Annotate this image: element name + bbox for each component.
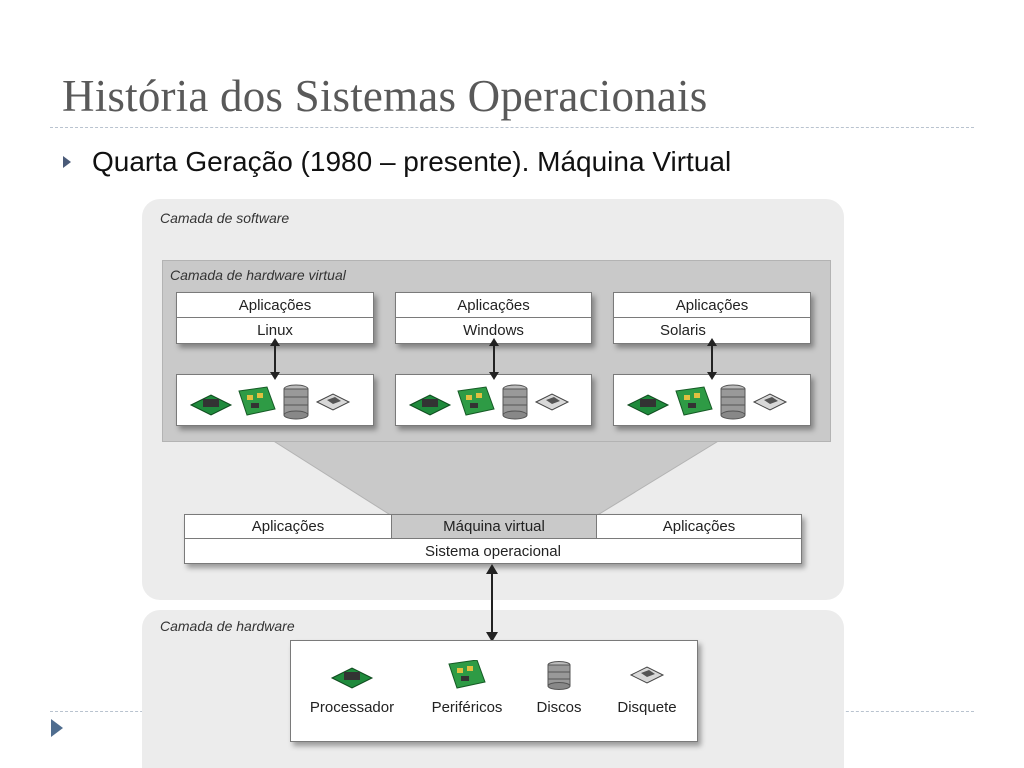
host-app-left-label: Aplicações bbox=[185, 515, 392, 539]
vm-solaris-stack: Aplicações Solaris bbox=[613, 292, 811, 344]
disks-icon bbox=[547, 661, 571, 690]
peripherals-icon bbox=[238, 386, 276, 416]
vm-os-label: Linux bbox=[257, 322, 293, 339]
vm-arrow bbox=[711, 344, 713, 374]
disks-icon bbox=[283, 384, 309, 420]
hw-label: Disquete bbox=[617, 699, 677, 716]
vm-linux-stack: Aplicações Linux bbox=[176, 292, 374, 344]
floppy-icon bbox=[534, 393, 570, 411]
hw-processor: Processador bbox=[302, 660, 402, 716]
hw-floppy: Disquete bbox=[597, 660, 697, 716]
slide-title: História dos Sistemas Operacionais bbox=[62, 71, 708, 121]
os-hardware-arrow bbox=[486, 564, 498, 642]
disks-icon bbox=[502, 384, 528, 420]
vm-windows-stack: Aplicações Windows bbox=[395, 292, 592, 344]
peripherals-icon bbox=[675, 386, 713, 416]
vm-os-label: Solaris bbox=[660, 322, 706, 339]
hw-disks: Discos bbox=[509, 660, 609, 716]
software-layer-label: Camada de software bbox=[160, 210, 290, 226]
physical-hardware-box bbox=[290, 640, 698, 742]
host-os-label: Sistema operacional bbox=[425, 542, 561, 560]
hw-label: Periféricos bbox=[431, 699, 503, 716]
vm-app-label: Aplicações bbox=[177, 293, 373, 318]
peripherals-icon bbox=[457, 386, 495, 416]
processor-icon bbox=[189, 394, 233, 416]
hardware-layer-label: Camada de hardware bbox=[160, 618, 295, 634]
floppy-icon bbox=[315, 393, 351, 411]
floppy-icon bbox=[629, 666, 665, 684]
bullet-text: Quarta Geração (1980 – presente). Máquin… bbox=[92, 146, 732, 177]
vm-os-label: Windows bbox=[463, 322, 524, 339]
vm-arrow bbox=[274, 344, 276, 374]
host-os-stack: Aplicações Máquina virtual Aplicações Si… bbox=[184, 514, 802, 564]
processor-icon bbox=[330, 667, 374, 689]
bullet-arrow-icon bbox=[63, 156, 71, 168]
processor-icon bbox=[408, 394, 452, 416]
vm-linux-virtual-hw bbox=[176, 374, 374, 426]
vm-arrow bbox=[493, 344, 495, 374]
hw-peripherals: Periféricos bbox=[417, 659, 517, 716]
virtual-hw-layer-label: Camada de hardware virtual bbox=[170, 267, 346, 283]
vm-solaris-virtual-hw bbox=[613, 374, 811, 426]
vm-windows-virtual-hw bbox=[395, 374, 592, 426]
host-vm-label: Máquina virtual bbox=[392, 515, 597, 539]
nav-arrow-icon bbox=[51, 719, 63, 737]
hw-label: Discos bbox=[536, 699, 582, 716]
disks-icon bbox=[720, 384, 746, 420]
hw-label: Processador bbox=[309, 699, 395, 716]
vm-app-label: Aplicações bbox=[396, 293, 591, 318]
vm-app-label: Aplicações bbox=[614, 293, 810, 318]
title-divider bbox=[50, 127, 974, 128]
processor-icon bbox=[626, 394, 670, 416]
host-app-right-label: Aplicações bbox=[597, 515, 801, 539]
floppy-icon bbox=[752, 393, 788, 411]
peripherals-icon bbox=[448, 659, 486, 689]
